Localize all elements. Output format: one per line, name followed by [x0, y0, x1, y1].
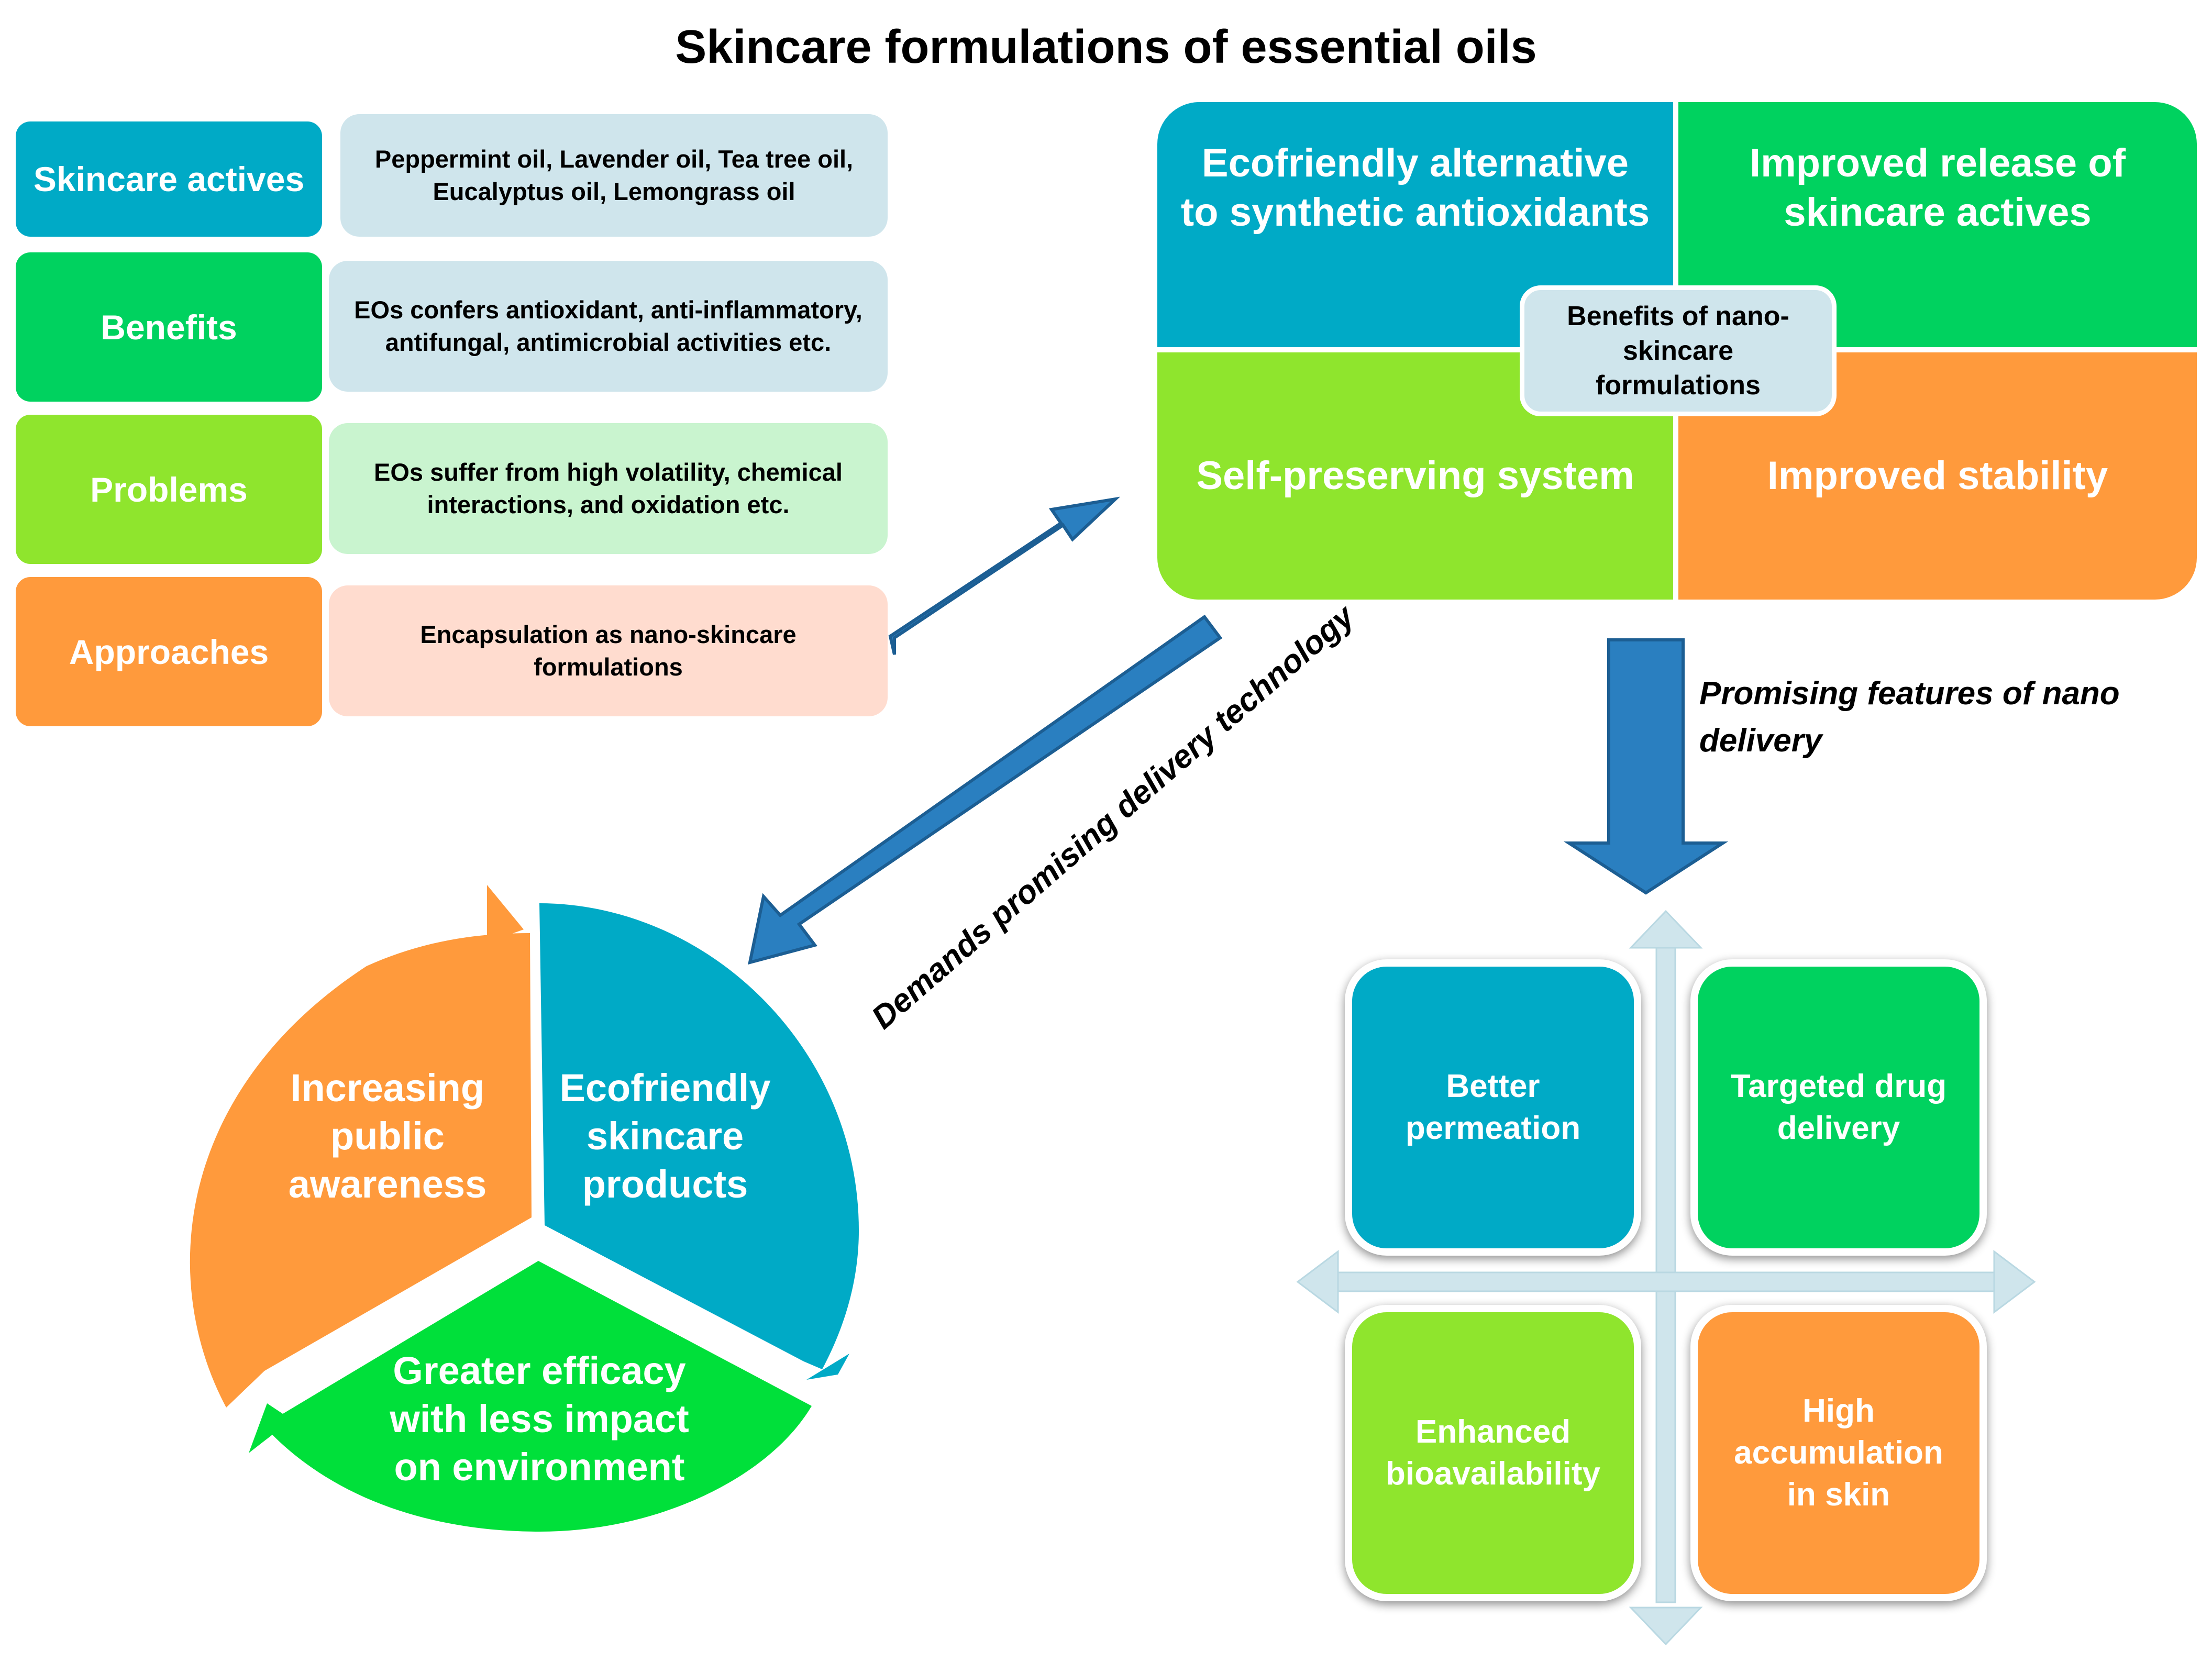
- row-detail-problems: EOs suffer from high volatility, chemica…: [329, 423, 888, 554]
- row-label-problems: Problems: [16, 415, 322, 564]
- features-axes: [1296, 910, 2036, 1646]
- row-label-skincare-actives: Skincare actives: [16, 121, 322, 237]
- arrow-demands-delivery: [748, 614, 1223, 965]
- arrow-promising-features: [1563, 638, 1729, 895]
- feature-targeted-drug-delivery: Targeted drug delivery: [1690, 959, 1987, 1256]
- row-label-approaches: Approaches: [16, 577, 322, 726]
- cycle-arrowhead-awareness: [487, 885, 524, 943]
- cycle-text-efficacy: Greater efficacy with less impact on env…: [390, 1349, 689, 1489]
- row-detail-skincare-actives: Peppermint oil, Lavender oil, Tea tree o…: [340, 114, 888, 237]
- feature-high-accumulation: High accumulation in skin: [1690, 1305, 1987, 1601]
- cycle-text-ecofriendly: Ecofriendly skincare products: [559, 1066, 771, 1206]
- feature-enhanced-bioavailability: Enhanced bioavailability: [1345, 1305, 1641, 1601]
- cycle-text-awareness: Increasing public awareness: [288, 1066, 487, 1206]
- row-detail-approaches: Encapsulation as nano-skincare formulati…: [329, 585, 888, 716]
- promising-features-label: Promising features of nano delivery: [1699, 675, 2120, 759]
- benefits-panel: Ecofriendly alternative to synthetic ant…: [1157, 102, 2197, 600]
- cycle-segment-efficacy: [249, 1261, 812, 1532]
- diagram-title: Skincare formulations of essential oils: [675, 20, 1537, 73]
- cycle-segment-awareness: [190, 933, 532, 1408]
- arrow-to-benefits-panel: [888, 496, 1121, 655]
- awareness-cycle: [190, 885, 859, 1532]
- cycle-segment-ecofriendly: [539, 903, 859, 1369]
- feature-better-permeation: Better permeation: [1345, 959, 1641, 1256]
- row-label-benefits: Benefits: [16, 252, 322, 402]
- cycle-arrowhead-ecofriendly: [806, 1354, 849, 1380]
- row-detail-benefits: EOs confers antioxidant, anti-inflammato…: [329, 261, 888, 392]
- benefits-center-label: Benefits of nano- skincare formulations: [1520, 285, 1837, 416]
